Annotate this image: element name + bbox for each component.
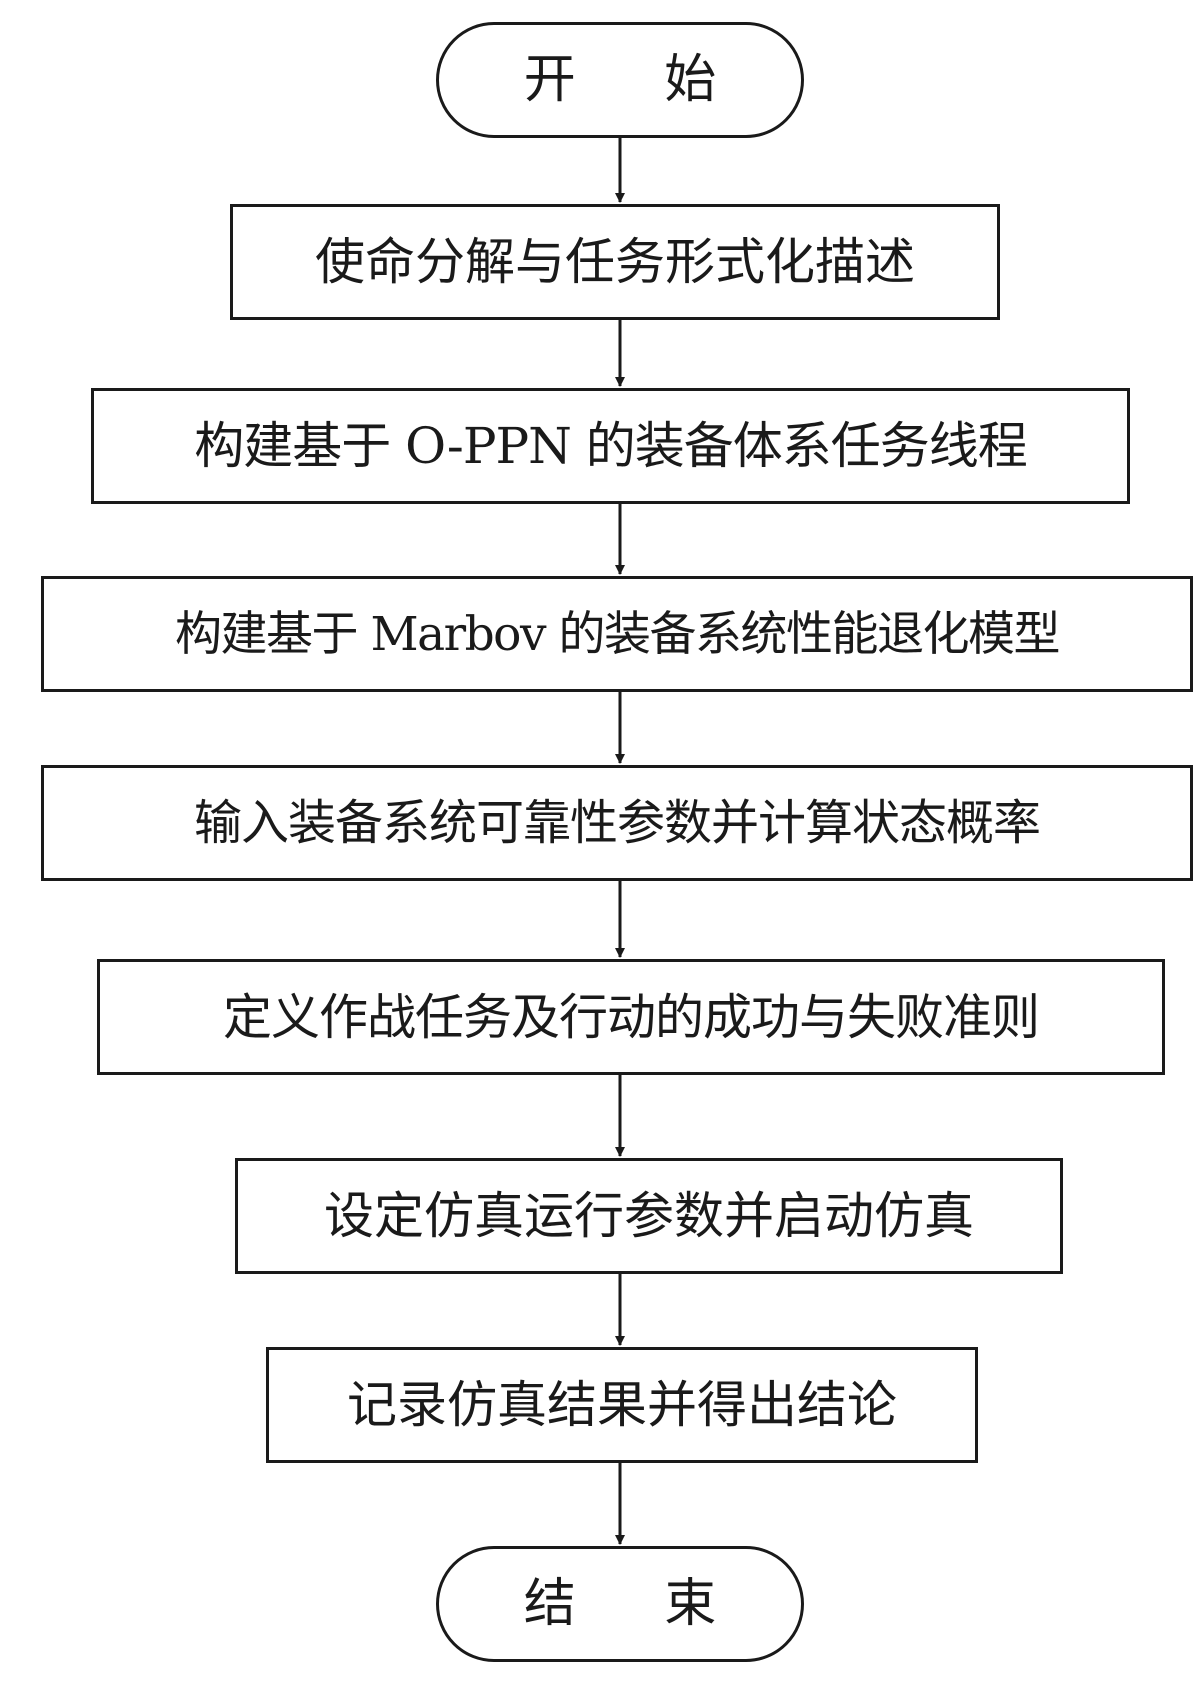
process-step-3: 构建基于 Marbov 的装备系统性能退化模型 [41, 576, 1193, 692]
process-step-5: 定义作战任务及行动的成功与失败准则 [97, 959, 1165, 1075]
end-node: 结 束 [436, 1546, 804, 1662]
process-step-1: 使命分解与任务形式化描述 [230, 204, 1000, 320]
process-step-5-label: 定义作战任务及行动的成功与失败准则 [222, 988, 1040, 1046]
process-step-4-label: 输入装备系统可靠性参数并计算状态概率 [193, 795, 1041, 851]
process-step-4: 输入装备系统可靠性参数并计算状态概率 [41, 765, 1193, 881]
process-step-3-label: 构建基于 Marbov 的装备系统性能退化模型 [175, 606, 1060, 662]
process-step-7: 记录仿真结果并得出结论 [266, 1347, 978, 1463]
process-step-2: 构建基于 O-PPN 的装备体系任务线程 [91, 388, 1130, 504]
process-step-2-label: 构建基于 O-PPN 的装备体系任务线程 [194, 417, 1028, 475]
start-label: 开 始 [523, 50, 753, 110]
process-step-1-label: 使命分解与任务形式化描述 [315, 233, 915, 291]
start-node: 开 始 [436, 22, 804, 138]
end-label: 结 束 [523, 1574, 753, 1634]
process-step-6: 设定仿真运行参数并启动仿真 [235, 1158, 1063, 1274]
process-step-7-label: 记录仿真结果并得出结论 [347, 1376, 897, 1434]
process-step-6-label: 设定仿真运行参数并启动仿真 [324, 1187, 974, 1245]
